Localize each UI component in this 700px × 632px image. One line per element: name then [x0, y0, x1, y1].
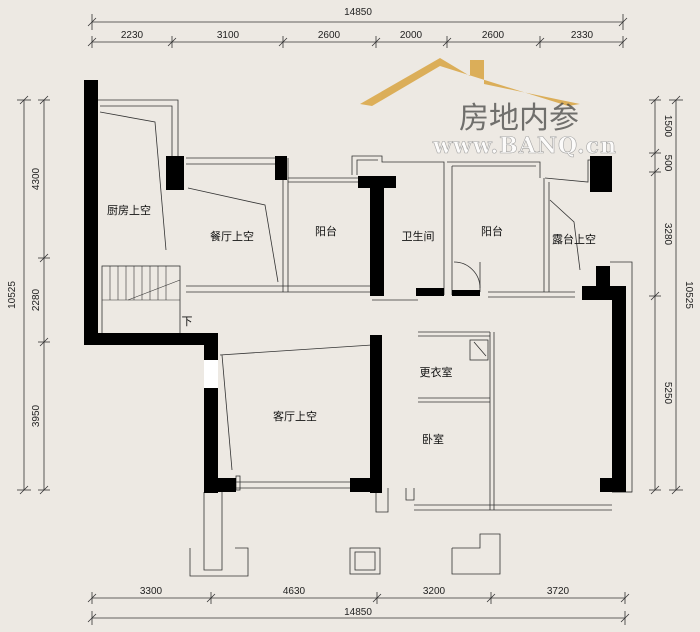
watermark-logo: 房地内参 www.BANQ.cn: [360, 58, 617, 159]
label-bathroom: 卫生间: [402, 229, 435, 243]
label-balcony-2: 阳台: [481, 224, 503, 238]
dim-bottom-total: 14850: [344, 607, 372, 618]
label-balcony-1: 阳台: [315, 224, 337, 238]
dim-left-2: 2280: [31, 288, 42, 311]
dim-right-2: 500: [662, 155, 673, 172]
dim-bottom-1: 3300: [140, 586, 163, 597]
label-living-void: 客厅上空: [273, 409, 317, 423]
dim-bottom-2: 4630: [283, 586, 306, 597]
dim-top-4: 2000: [400, 30, 423, 41]
dim-left-total: 10525: [7, 281, 18, 309]
dim-top-total: 14850: [344, 7, 372, 18]
dim-right-3: 3280: [662, 223, 673, 246]
roof-icon: [360, 58, 580, 106]
label-kitchen-void: 厨房上空: [107, 203, 151, 217]
label-closet: 更衣室: [420, 365, 453, 379]
dim-right-1: 1500: [662, 115, 673, 138]
watermark-title: 房地内参: [459, 101, 579, 136]
label-dining-void: 餐厅上空: [210, 229, 254, 243]
dim-top-6: 2330: [571, 30, 594, 41]
dim-top-1: 2230: [121, 30, 144, 41]
watermark-url: www.BANQ.cn: [432, 133, 617, 159]
dimension-lines: [17, 14, 683, 625]
dim-left-1: 4300: [31, 167, 42, 190]
dim-top-2: 3100: [217, 30, 240, 41]
room-labels: 厨房上空 餐厅上空 阳台 卫生间 阳台 露台上空 客厅上空 更衣室 卧室 下: [107, 203, 596, 446]
walls: [84, 80, 626, 493]
label-bedroom: 卧室: [422, 432, 444, 446]
dim-right-4: 5250: [662, 382, 673, 405]
label-stair-down: 下: [182, 315, 193, 328]
label-terrace-void: 露台上空: [552, 232, 596, 246]
dim-top-5: 2600: [482, 30, 505, 41]
dim-bottom-4: 3720: [547, 586, 570, 597]
dim-top-3: 2600: [318, 30, 341, 41]
dim-bottom-3: 3200: [423, 586, 446, 597]
dim-left-3: 3950: [31, 404, 42, 427]
dim-right-total: 10525: [683, 281, 694, 309]
